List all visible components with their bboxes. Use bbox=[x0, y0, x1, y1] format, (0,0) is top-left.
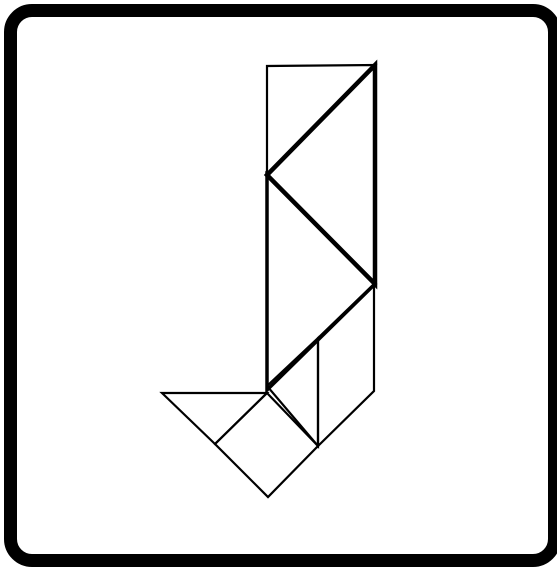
small-triangle-hook bbox=[267, 338, 318, 446]
medium-triangle-right bbox=[267, 175, 375, 390]
large-triangle-middle bbox=[267, 65, 375, 284]
parallelogram-right bbox=[318, 284, 374, 446]
small-triangle-bottom-left bbox=[162, 393, 267, 444]
square-bottom bbox=[215, 393, 318, 497]
